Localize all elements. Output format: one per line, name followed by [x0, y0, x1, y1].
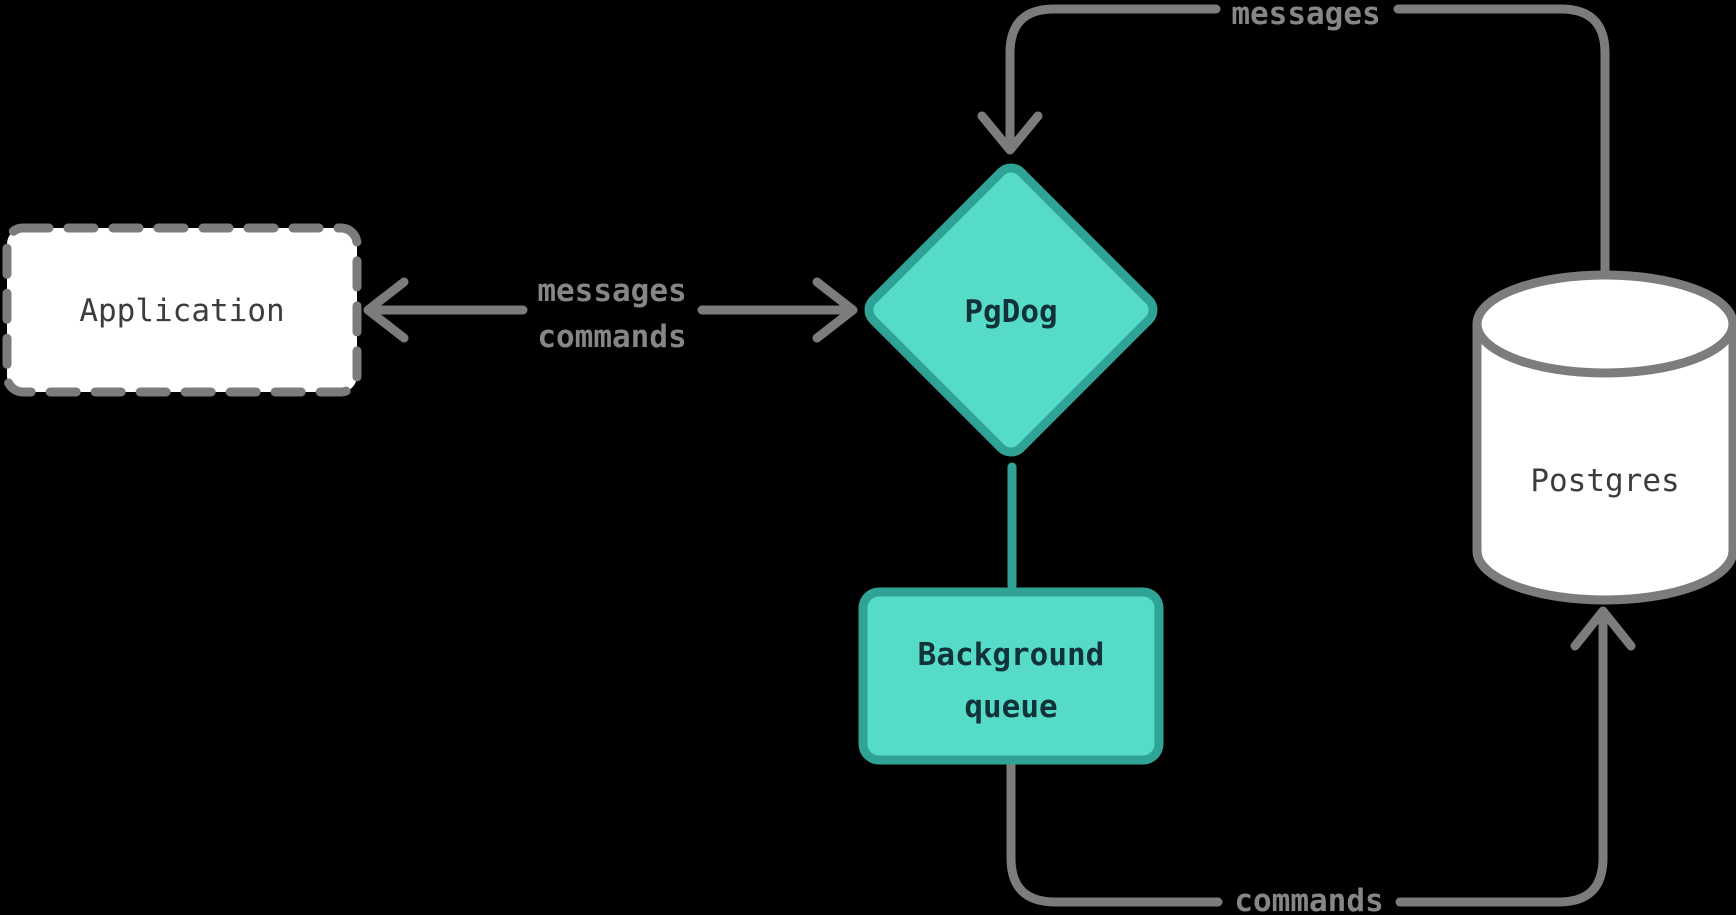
- postgres-cylinder-body: [1472, 324, 1736, 605]
- pgdog-diamond: [864, 163, 1158, 457]
- edge-postgres-to-pgdog: messages: [977, 0, 1610, 277]
- edge-label-commands-left: commands: [537, 319, 686, 355]
- arrow-up-icon: [1570, 606, 1636, 651]
- application-node: Application: [2, 223, 362, 397]
- edge-queue-to-postgres-line: [1006, 617, 1608, 907]
- background-queue-label-line2: queue: [964, 689, 1057, 725]
- arrow-left-icon: [363, 277, 409, 343]
- arrow-right-icon: [812, 277, 858, 343]
- edge-label-messages-top: messages: [1231, 0, 1380, 32]
- pgdog-label: PgDog: [964, 294, 1057, 330]
- background-queue-label-line1: Background: [918, 637, 1105, 673]
- arrow-down-icon: [977, 111, 1043, 155]
- edge-label-messages-left: messages: [537, 273, 686, 309]
- postgres-node: Postgres: [1472, 270, 1736, 605]
- background-queue-node: Background queue: [858, 587, 1164, 765]
- edge-application-pgdog: messages commands: [363, 273, 858, 355]
- application-box: [2, 223, 362, 397]
- postgres-label: Postgres: [1530, 463, 1679, 499]
- edge-queue-to-postgres: commands: [1006, 606, 1636, 915]
- background-queue-box: [858, 587, 1164, 765]
- postgres-cylinder-top: [1472, 270, 1736, 378]
- pgdog-node: PgDog: [864, 163, 1158, 457]
- edge-postgres-to-pgdog-line: [1005, 4, 1610, 277]
- edge-label-commands-bottom: commands: [1234, 883, 1383, 915]
- application-label: Application: [79, 293, 284, 329]
